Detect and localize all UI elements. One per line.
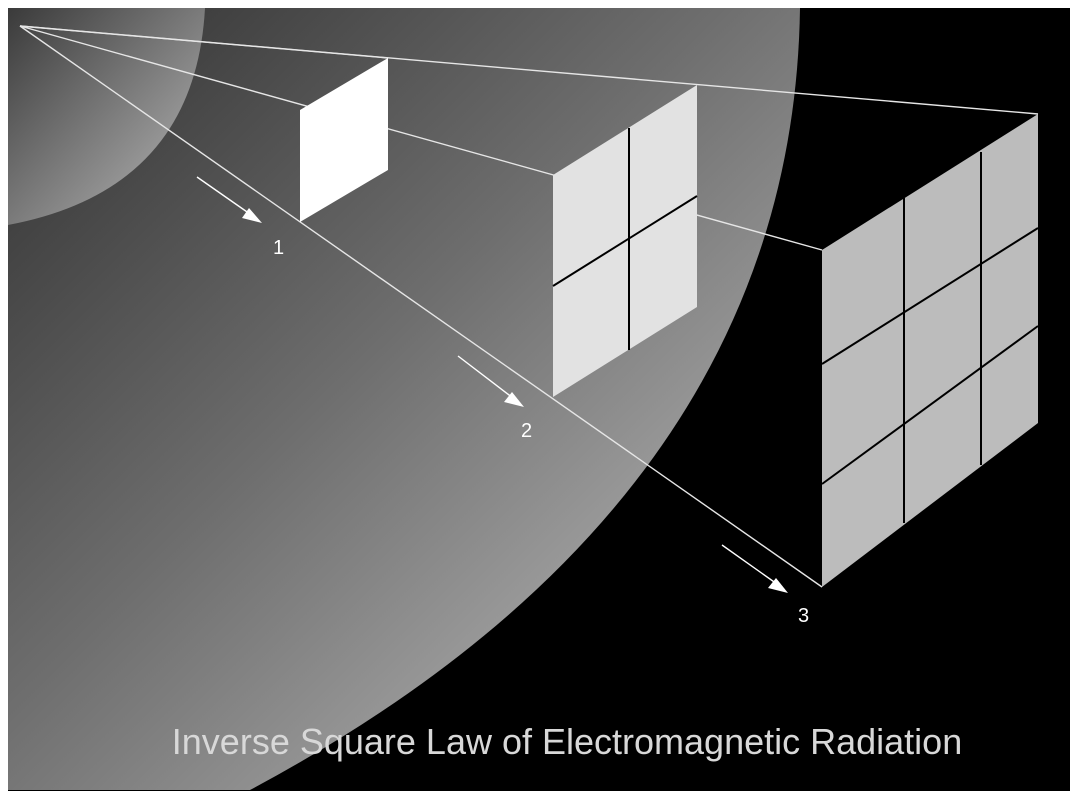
distance-arrows — [196, 176, 788, 593]
panel-2 — [552, 85, 698, 397]
panel-3 — [821, 114, 1039, 587]
arrow-3 — [721, 544, 788, 593]
distance-label-2: 2 — [521, 420, 532, 442]
panel-3-face — [822, 114, 1038, 587]
panel-2-grid-horizontal — [552, 195, 698, 287]
ray-bottom — [19, 25, 823, 588]
distance-label-3: 3 — [798, 605, 809, 627]
diagram-title: Inverse Square Law of Electromagnetic Ra… — [172, 721, 962, 762]
arrow-1 — [196, 176, 262, 223]
ray-upper — [19, 25, 389, 59]
panel-3-grid-horizontal-1 — [821, 227, 1039, 365]
panel-1 — [300, 58, 388, 222]
panel-3-grid-horizontal-2 — [821, 325, 1039, 485]
arrow-2 — [457, 355, 524, 407]
small-sphere — [8, 8, 205, 225]
distance-label-1: 1 — [273, 237, 284, 259]
